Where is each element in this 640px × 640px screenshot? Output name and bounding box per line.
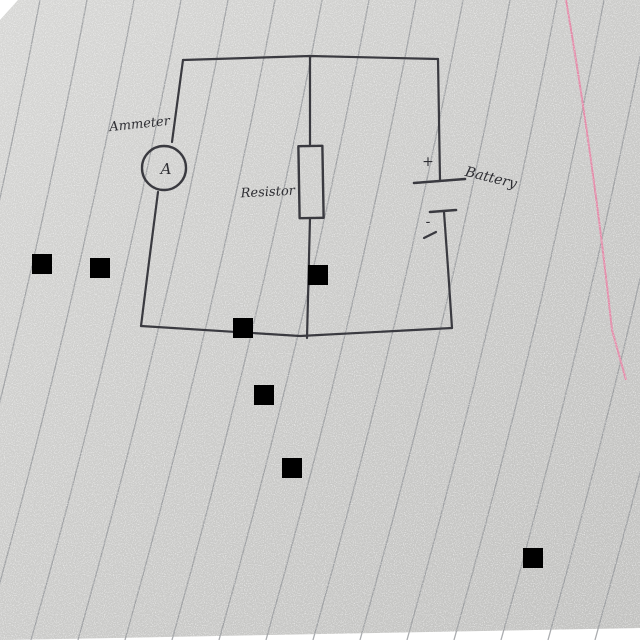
redaction-square — [308, 265, 328, 285]
wire-left-upper — [170, 58, 185, 144]
battery-tail-mark — [422, 230, 438, 240]
battery-long-plate — [412, 177, 467, 185]
redaction-square — [233, 318, 253, 338]
resistor-label: Resistor — [239, 184, 296, 202]
redaction-square — [32, 254, 52, 274]
battery-minus-sign: - — [426, 214, 431, 230]
redaction-square — [523, 548, 543, 568]
ammeter-label: Ammeter — [108, 114, 172, 135]
resistor-symbol — [297, 144, 325, 220]
wire-battery-lower — [442, 210, 454, 330]
wire-battery-upper — [436, 57, 442, 182]
redaction-square — [90, 258, 110, 278]
ammeter-symbol — [140, 144, 188, 192]
battery-plus-sign: + — [422, 154, 434, 170]
ammeter-letter: A — [159, 160, 172, 178]
battery-short-plate — [428, 208, 458, 214]
wire-left-lower — [139, 190, 160, 328]
redaction-square — [254, 385, 274, 405]
redaction-square — [282, 458, 302, 478]
wire-bottom — [139, 324, 454, 338]
